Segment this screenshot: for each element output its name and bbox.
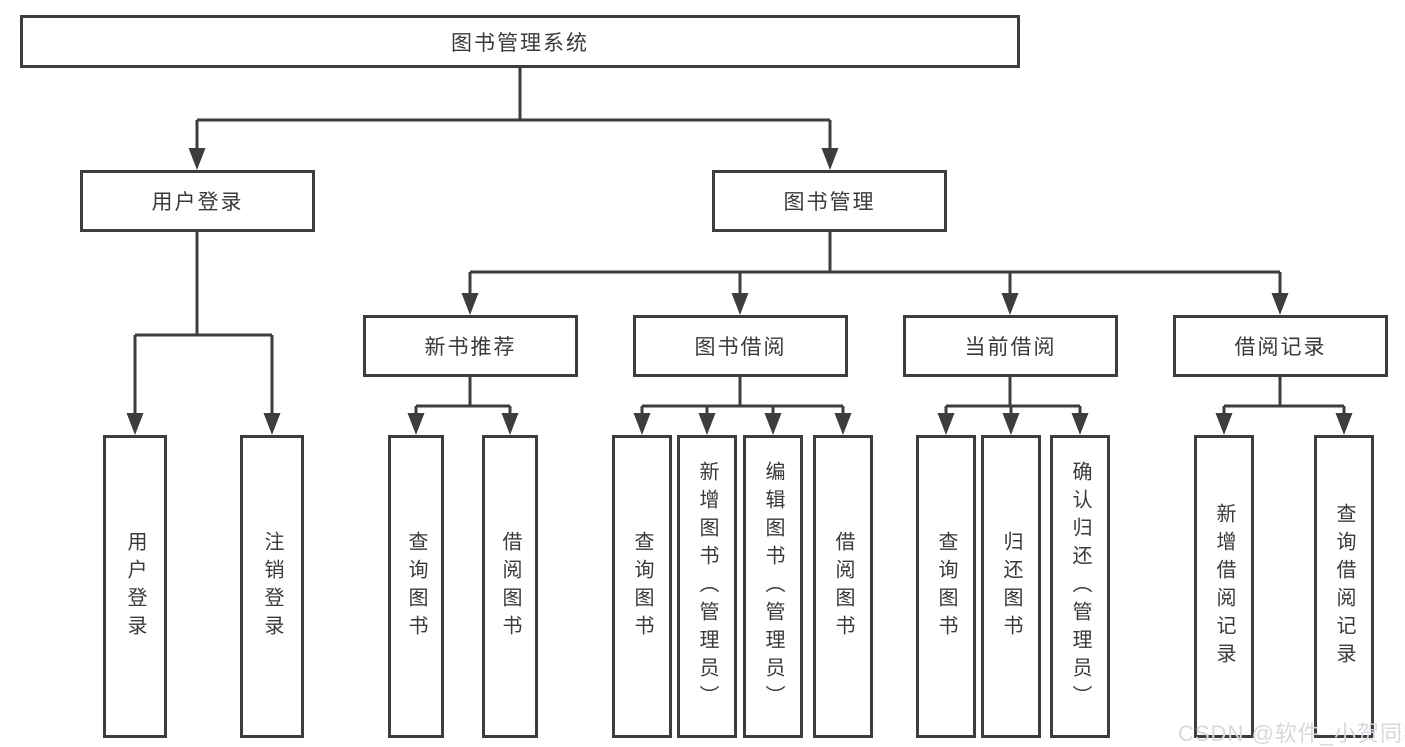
connector-new-book-rec-to-leaves	[414, 377, 512, 417]
node-current-borrowing-label: 当前借阅	[964, 336, 1057, 359]
node-book-management-label: 图书管理	[783, 191, 876, 214]
leaf-logout-label: 注销登录	[261, 530, 283, 643]
leaf-newbook-query-books-label: 查询图书	[405, 530, 427, 643]
leaf-user-login-label: 用户登录	[124, 530, 146, 643]
leaf-newbook-query-books: 查询图书	[388, 435, 444, 738]
leaf-return-books-label: 归还图书	[1000, 530, 1022, 643]
leaf-return-books: 归还图书	[981, 435, 1041, 738]
node-book-borrowing: 图书借阅	[633, 315, 848, 377]
leaf-newbook-borrow-books: 借阅图书	[482, 435, 538, 738]
connector-book-borrow-to-leaves	[640, 377, 845, 417]
leaf-confirm-return-admin: 确认归还（管理员）	[1050, 435, 1110, 738]
leaf-borrow-books: 借阅图书	[813, 435, 873, 738]
connector-current-borrow-to-leaves	[944, 377, 1082, 417]
arrowheads	[126, 148, 1353, 435]
connector-root-to-level2	[195, 68, 832, 152]
csdn-watermark: CSDN @软件_小贺同学	[1178, 721, 1405, 746]
connector-book-mgmt-to-level3	[468, 232, 1282, 297]
node-library-system: 图书管理系统	[20, 15, 1020, 68]
leaf-edit-books-admin: 编辑图书（管理员）	[743, 435, 803, 738]
leaf-user-login: 用户登录	[103, 435, 167, 738]
node-book-borrowing-label: 图书借阅	[694, 336, 787, 359]
leaf-add-books-admin-label: 新增图书（管理员）	[696, 460, 718, 713]
leaf-confirm-return-admin-label: 确认归还（管理员）	[1069, 460, 1091, 713]
leaf-borrow-query-books: 查询图书	[612, 435, 672, 738]
node-library-system-label: 图书管理系统	[451, 31, 589, 55]
leaf-newbook-borrow-books-label: 借阅图书	[499, 530, 521, 643]
leaf-current-query-books-label: 查询图书	[935, 530, 957, 643]
node-book-management: 图书管理	[712, 170, 947, 232]
leaf-add-borrow-record: 新增借阅记录	[1194, 435, 1254, 738]
leaf-add-borrow-record-label: 新增借阅记录	[1213, 502, 1235, 671]
node-new-book-recommend: 新书推荐	[363, 315, 578, 377]
leaf-add-books-admin: 新增图书（管理员）	[677, 435, 737, 738]
node-user-login: 用户登录	[80, 170, 315, 232]
leaf-current-query-books: 查询图书	[916, 435, 976, 738]
node-borrowing-records-label: 借阅记录	[1234, 336, 1327, 359]
leaf-logout: 注销登录	[240, 435, 304, 738]
node-new-book-recommend-label: 新书推荐	[424, 336, 517, 359]
connector-borrow-records-to-leaves	[1222, 377, 1346, 417]
leaf-borrow-books-label: 借阅图书	[832, 530, 854, 643]
leaf-query-borrow-record-label: 查询借阅记录	[1333, 502, 1355, 671]
node-current-borrowing: 当前借阅	[903, 315, 1118, 377]
leaf-query-borrow-record: 查询借阅记录	[1314, 435, 1374, 738]
node-user-login-label: 用户登录	[151, 191, 244, 214]
node-borrowing-records: 借阅记录	[1173, 315, 1388, 377]
connector-user-login-to-leaves	[133, 232, 274, 417]
leaf-edit-books-admin-label: 编辑图书（管理员）	[762, 460, 784, 713]
leaf-borrow-query-books-label: 查询图书	[631, 530, 653, 643]
